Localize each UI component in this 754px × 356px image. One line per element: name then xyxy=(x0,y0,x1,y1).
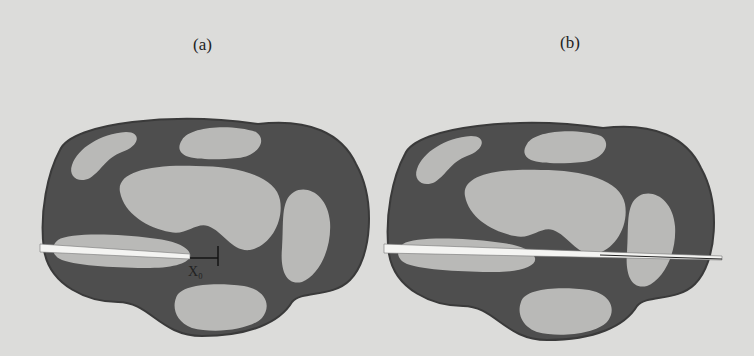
dimension-tick xyxy=(217,246,218,266)
dimension-label: X₀ xyxy=(188,264,203,279)
tissue-section-b xyxy=(388,123,714,340)
probe-track-a xyxy=(40,244,190,259)
tissue-section-a xyxy=(43,119,369,336)
dimension-line xyxy=(190,257,218,258)
panel-label: (b) xyxy=(560,34,580,53)
probe-track-b xyxy=(384,244,722,260)
probe-line xyxy=(600,255,722,259)
panel-label: (a) xyxy=(193,36,212,55)
